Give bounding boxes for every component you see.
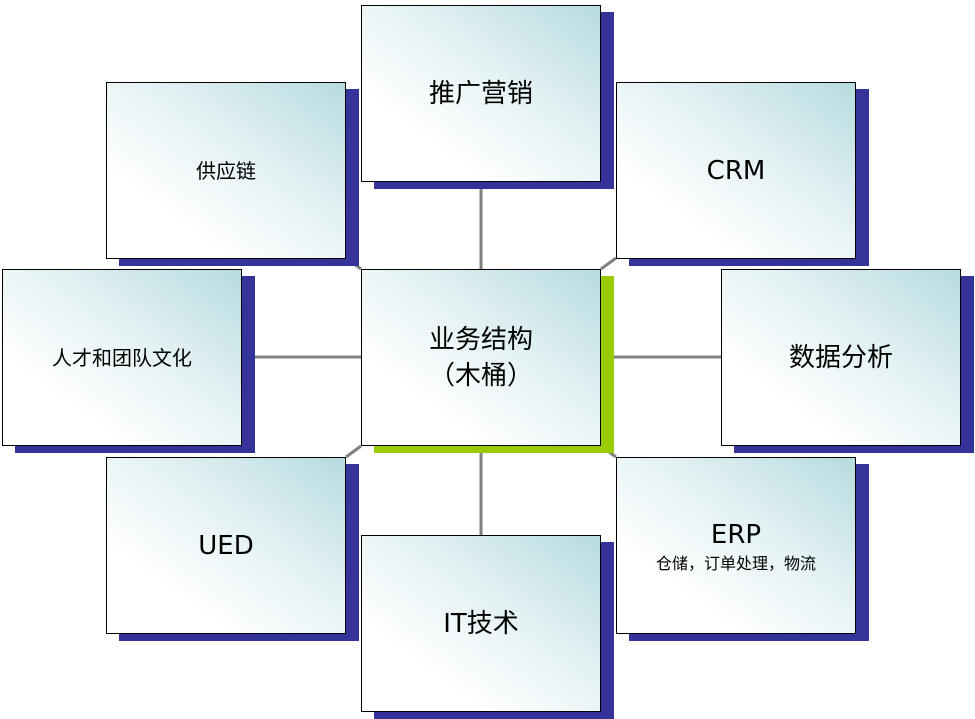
node-label: 人才和团队文化: [52, 345, 192, 370]
node-talent: 人才和团队文化: [2, 269, 255, 453]
node-center: 业务结构 （木桶）: [361, 269, 614, 453]
node-ued: UED: [106, 457, 359, 641]
center-subtitle: （木桶）: [428, 360, 533, 391]
connector-top-right: [600, 256, 617, 271]
connector-bottom-left: [345, 444, 362, 459]
node-label: CRM: [706, 155, 766, 186]
node-erp: ERP 仓储，订单处理，物流: [616, 457, 869, 641]
center-title: 业务结构: [428, 324, 533, 355]
node-label: 供应链: [196, 158, 256, 183]
node-it: IT技术: [361, 535, 614, 719]
node-label: IT技术: [443, 608, 519, 639]
node-data-analysis: 数据分析: [721, 269, 974, 453]
node-label: ERP: [710, 519, 762, 550]
node-supply-chain: 供应链: [106, 82, 359, 266]
node-marketing: 推广营销: [361, 5, 614, 189]
node-sublabel: 仓储，订单处理，物流: [655, 553, 816, 573]
node-label: 数据分析: [788, 342, 893, 373]
node-crm: CRM: [616, 82, 869, 266]
node-label: 推广营销: [428, 78, 533, 109]
node-label: UED: [198, 530, 254, 561]
